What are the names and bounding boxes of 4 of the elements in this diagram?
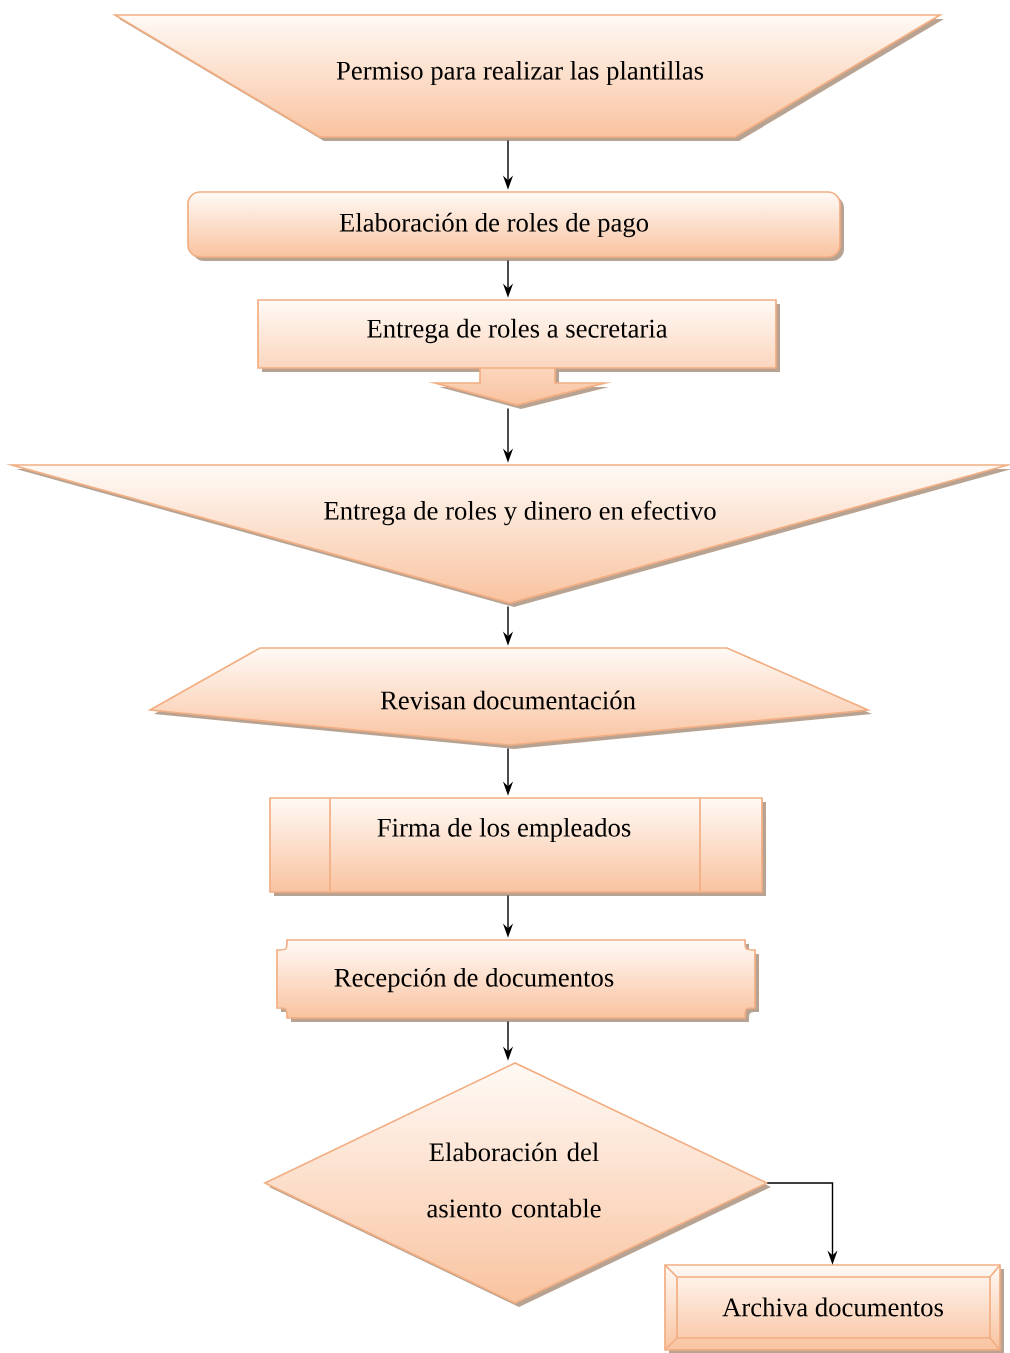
plaque-box: Recepción de documentos	[276, 939, 759, 1022]
process-box: Elaboración de roles de pago	[187, 191, 844, 261]
bevel-box: Archiva documentos	[664, 1264, 1004, 1353]
predefined-process-box: Firma de los empleados	[269, 797, 766, 896]
